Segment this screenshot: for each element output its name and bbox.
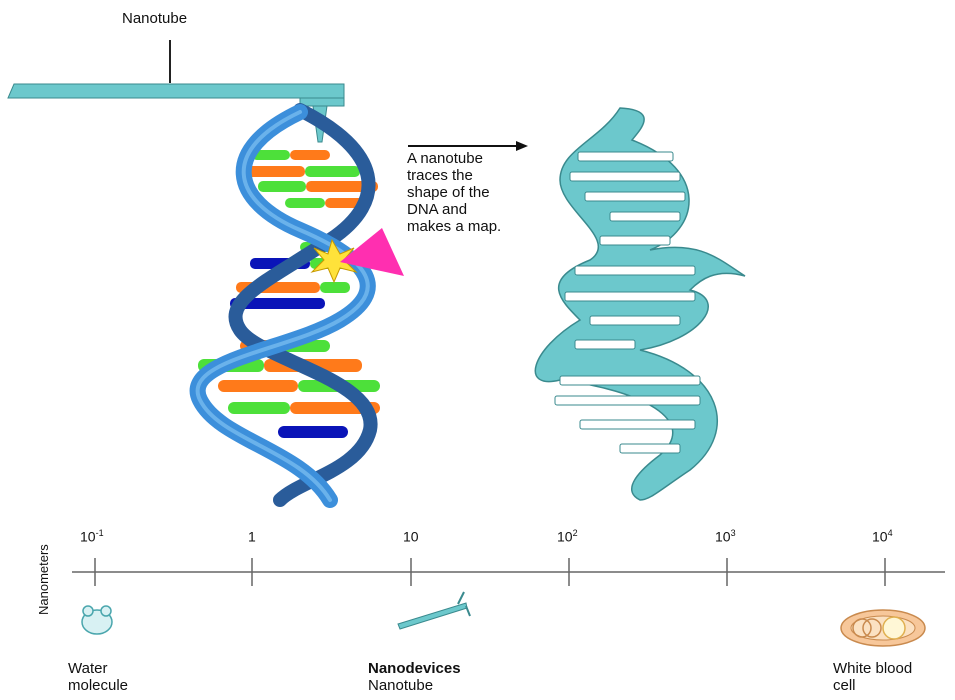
tick-label: 103 [715, 528, 736, 545]
scale-axis [72, 558, 945, 586]
label-line: molecule [68, 677, 128, 694]
tick-label: 10-1 [80, 528, 104, 545]
axis-title: Nanometers [36, 525, 51, 615]
caption: A nanotube traces the shape of the DNA a… [407, 150, 557, 235]
label-line: cell [833, 677, 912, 694]
caption-line: shape of the [407, 184, 557, 201]
nanotube-label: Nanotube [122, 10, 187, 27]
caption-line: DNA and [407, 201, 557, 218]
nanotube-icon [398, 592, 470, 629]
label-heading: Nanodevices [368, 660, 461, 677]
label-line: Nanotube [368, 677, 461, 694]
caption-line: traces the [407, 167, 557, 184]
water-molecule-icon [82, 606, 112, 634]
tick-label: 1 [248, 528, 256, 545]
dna-helix [198, 110, 380, 500]
dna-map [535, 108, 745, 500]
water-molecule-label: Water molecule [68, 660, 128, 694]
nanotube-probe [8, 40, 344, 142]
tick-label: 104 [872, 528, 893, 545]
white-blood-cell-label: White blood cell [833, 660, 912, 694]
label-line: White blood [833, 660, 912, 677]
nanodevices-label: Nanodevices Nanotube [368, 660, 461, 694]
caption-line: makes a map. [407, 218, 557, 235]
tick-label: 10 [403, 528, 419, 545]
white-blood-cell-icon [841, 610, 925, 646]
tick-label: 102 [557, 528, 578, 545]
label-line: Water [68, 660, 128, 677]
caption-line: A nanotube [407, 150, 557, 167]
